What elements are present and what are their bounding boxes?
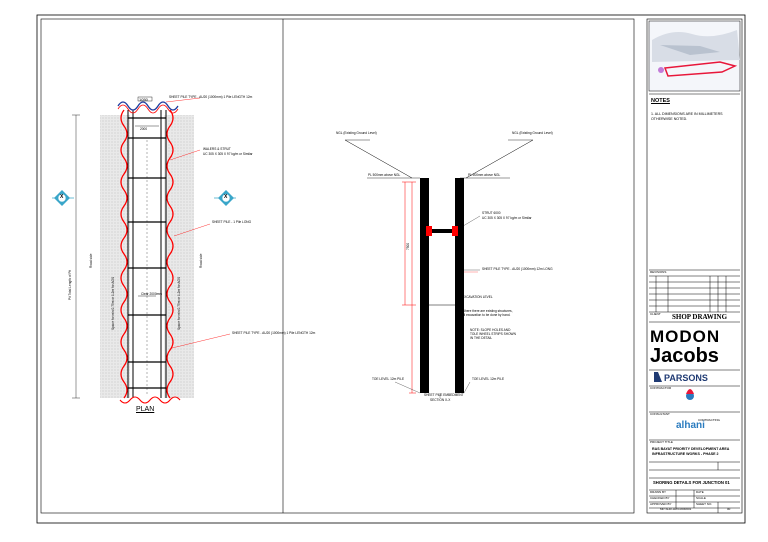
section-strut-label-2: UC 305 X 305 X 97 kg/m or Similar <box>482 216 532 220</box>
drawing-frame <box>40 18 635 514</box>
notes-heading: NOTES <box>651 98 670 104</box>
plan-dim-top: 1050 <box>139 97 148 102</box>
project-label: PROJECT TITLE <box>650 440 673 444</box>
plan-sheet-pile-bottom-label: SHEET PILE TYPE - AU20 (1000mm) 1 Pile L… <box>232 331 316 335</box>
alhani-sub: CONTRACTING <box>698 418 720 422</box>
section-marker-left <box>52 190 74 206</box>
section-label: SECTION X-X <box>430 398 451 402</box>
plan-view <box>52 96 236 404</box>
sheet-pile-bottom <box>119 396 181 404</box>
parsons-logo-mark <box>654 372 662 382</box>
section-remarks: Where there are existing structures, all… <box>462 309 513 318</box>
parsons-logo: PARSONS <box>664 373 708 383</box>
project-title: RAS BAYAT PRIORITY DEVELOPMENT AREA INFR… <box>652 447 730 456</box>
titleblock <box>648 20 741 513</box>
sheet-pile-right <box>166 109 174 399</box>
section-strut-label: STRUT 6000 <box>482 211 501 215</box>
waler-left <box>426 226 432 236</box>
section-top-right: PL 500mm above NGL <box>468 173 501 177</box>
approved-label: APPROVED BY <box>650 502 672 506</box>
sheet-label: SHEET NO. <box>696 502 713 506</box>
ground-slope-left <box>344 139 413 179</box>
section-sheet-pile-label: SHEET PILE TYPE - AU20 (1000mm) 12m LONG <box>482 267 553 271</box>
status-label: CLIENT <box>650 312 661 316</box>
plan-waler-label: WALERS & STRUT <box>203 147 231 151</box>
plan-dim-clear: Clear 2000mm <box>141 292 162 296</box>
notes-item-1: 1. ALL DIMENSIONS ARE IN MILLIMETERS OTH… <box>651 112 723 121</box>
date-label: DATE <box>696 490 704 494</box>
revision-number: 00 <box>727 507 731 511</box>
drawing-number: MP-SHD-HWI-0000001 <box>660 507 692 511</box>
plan-sheet-pile-top-label: SHEET PILE TYPE - AU20 (1000mm) 1 Pile L… <box>169 95 253 99</box>
sheet-pile-top <box>117 101 179 111</box>
ground-slope-right <box>465 139 534 179</box>
strut-bar <box>429 229 455 233</box>
plan-side-left: Road side <box>89 253 93 268</box>
section-embedment: SHEET PILE EMBEDMENT <box>424 393 464 397</box>
drawn-label: DRAWN BY <box>650 490 667 494</box>
section-view <box>344 139 534 398</box>
outer-frame <box>36 14 746 524</box>
section-ngl-right: NGL (Existing Ground Level) <box>512 131 553 135</box>
plan-side-right: Road side <box>199 253 203 268</box>
scale-label: SCALE <box>696 496 706 500</box>
consultant-label: CONSULTANT <box>650 412 670 416</box>
pile-left <box>420 178 429 393</box>
contractor-label: CONTRACTOR <box>650 386 672 390</box>
titleblock-frame <box>646 18 743 514</box>
plan-waler-label-2: UC 305 X 305 X 97 kg/m or Similar <box>203 152 253 156</box>
modon-logo: MODON <box>650 327 721 346</box>
jacobs-logo: Jacobs <box>650 345 719 367</box>
sheet-pile-left <box>120 109 128 399</box>
plan-title: PLAN <box>136 406 155 413</box>
section-note2: NOTE: SLOPE HOLES AND TOLE WHEEL STRIPS … <box>470 328 516 341</box>
revisions-label: REVISIONS <box>650 270 667 274</box>
section-ngl-left: NGL (Existing Ground Level) <box>336 131 377 135</box>
plan-dim-inner: 2000 <box>140 127 148 131</box>
section-marker-right <box>214 190 236 206</box>
shop-drawing-label: SHOP DRAWING <box>672 313 728 321</box>
pile-right <box>455 178 464 393</box>
plan-space-left: Space for min 0.75m or 1.2m for AGS <box>111 276 115 330</box>
waler-right <box>452 226 458 236</box>
plan-total-length: Pit Total Length of Pit <box>68 269 72 300</box>
section-toe-right: TOE LEVEL 12m PILE <box>472 377 505 381</box>
section-marker-label-left: X <box>60 194 64 200</box>
section-depth: 7500 <box>406 242 410 250</box>
alhani-logo: alhani <box>676 420 705 431</box>
section-top-left: PL 500mm above NGL <box>368 173 401 177</box>
plan-sheet-pile-mid-label: SHEET PILE - 1 Pile LONG <box>212 220 252 224</box>
drawing-title: SHORING DETAILS FOR JUNCTION 01 <box>653 480 730 485</box>
section-toe-left: TOE LEVEL 12m PILE <box>372 377 405 381</box>
checked-label: CHECKED BY <box>650 496 670 500</box>
plan-space-right: Space for min 0.75m or 1.2m for AGS <box>177 276 181 330</box>
section-marker-label-right: X <box>224 194 228 200</box>
section-excavation-label: EXCAVATION LEVEL <box>462 295 493 299</box>
